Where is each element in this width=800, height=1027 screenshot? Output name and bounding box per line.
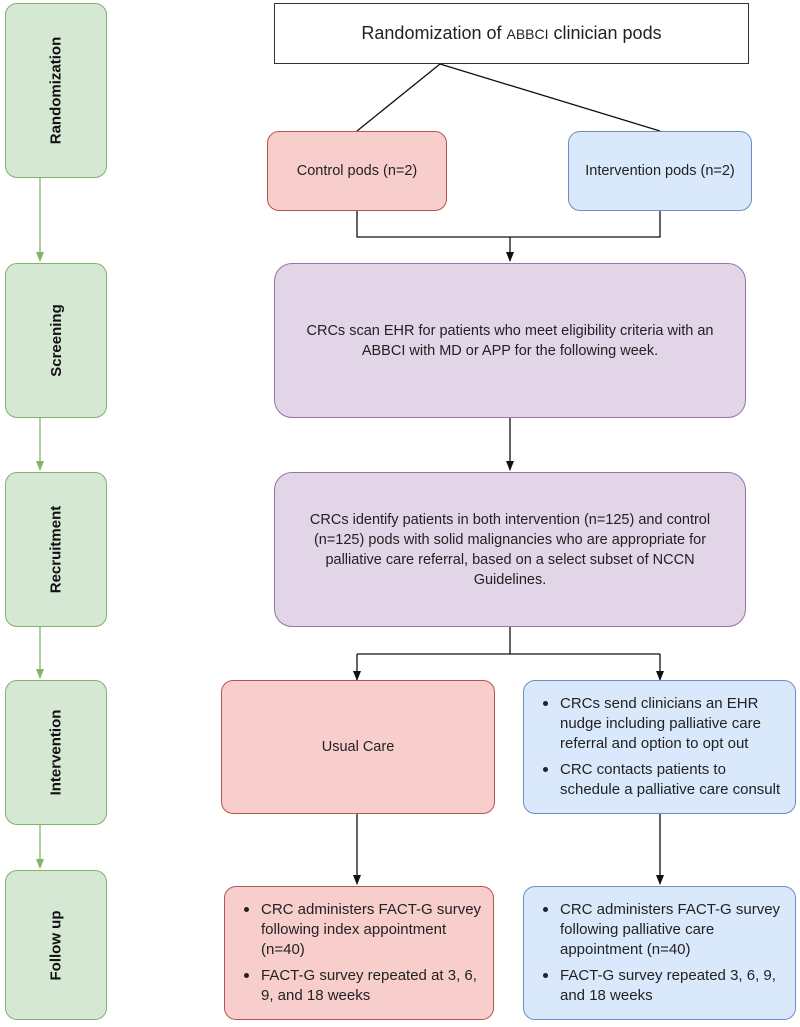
control-followup-list: CRC administers FACT-G survey following … (225, 900, 493, 1006)
screening-box: CRCs scan EHR for patients who meet elig… (274, 263, 746, 418)
list-item: CRCs send clinicians an EHR nudge includ… (543, 694, 785, 754)
usual-care-box: Usual Care (221, 680, 495, 814)
intervention-pods-label: Intervention pods (n=2) (585, 163, 735, 179)
merge-line (356, 211, 661, 238)
recruitment-box: CRCs identify patients in both intervent… (274, 472, 746, 627)
list-item: FACT-G survey repeated at 3, 6, 9, and 1… (244, 966, 483, 1006)
usual-care-label: Usual Care (321, 739, 395, 755)
recruitment-text: CRCs identify patients in both intervent… (309, 511, 711, 588)
stage-followup: Follow up (5, 870, 107, 1020)
intervention-followup-list: CRC administers FACT-G survey following … (524, 900, 795, 1006)
intervention-pods-box: Intervention pods (n=2) (568, 131, 752, 211)
split-line-left (356, 63, 441, 132)
randomization-title: Randomization of ABBCI clinician pods (361, 23, 662, 43)
screening-text: CRCs scan EHR for patients who meet elig… (306, 322, 714, 359)
stage-randomization: Randomization (5, 3, 107, 178)
list-item: FACT-G survey repeated 3, 6, 9, and 18 w… (543, 966, 785, 1006)
split-line-right (439, 63, 661, 132)
list-item: CRC administers FACT-G survey following … (543, 900, 785, 960)
intervention-actions-box: CRCs send clinicians an EHR nudge includ… (523, 680, 796, 814)
list-item: CRC contacts patients to schedule a pall… (543, 760, 785, 800)
intervention-actions-list: CRCs send clinicians an EHR nudge includ… (524, 694, 795, 800)
control-pods-label: Control pods (n=2) (296, 163, 418, 179)
stage-recruitment: Recruitment (5, 472, 107, 627)
control-pods-box: Control pods (n=2) (267, 131, 447, 211)
stage-intervention: Intervention (5, 680, 107, 825)
control-followup-box: CRC administers FACT-G survey following … (224, 886, 494, 1020)
randomization-title-box: Randomization of ABBCI clinician pods (274, 3, 749, 64)
list-item: CRC administers FACT-G survey following … (244, 901, 482, 958)
stage-screening: Screening (5, 263, 107, 418)
intervention-followup-box: CRC administers FACT-G survey following … (523, 886, 796, 1020)
